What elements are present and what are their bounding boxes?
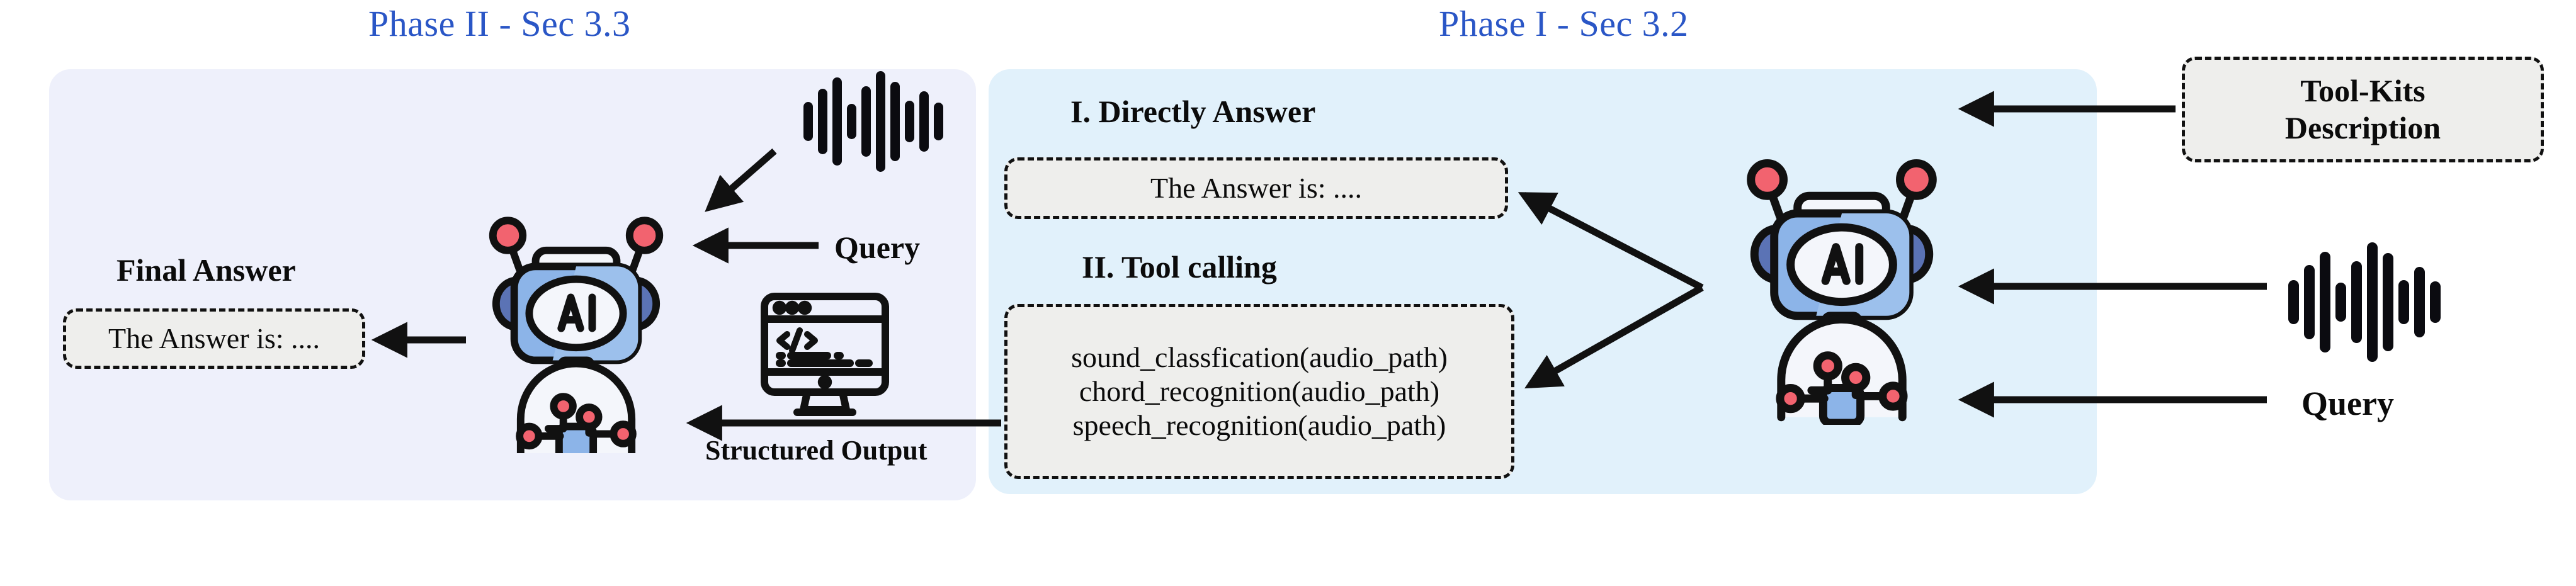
phase-two-title: Phase II - Sec 3.3 [368, 3, 631, 44]
tool-call-item: chord_recognition(audio_path) [1079, 375, 1440, 407]
tool-call-item: sound_classfication(audio_path) [1071, 341, 1448, 373]
final-answer-text: The Answer is: .... [108, 322, 320, 354]
toolkits-line-1: Tool-Kits [2300, 73, 2426, 108]
final-answer-box[interactable]: The Answer is: .... [63, 308, 365, 369]
audio-waveform-icon-right [2283, 239, 2446, 365]
phase-one-title: Phase I - Sec 3.2 [1439, 3, 1689, 44]
query-label-right: Query [2301, 385, 2394, 422]
toolkits-description-box[interactable]: Tool-Kits Description [2182, 57, 2544, 162]
direct-answer-box[interactable]: The Answer is: .... [1004, 157, 1508, 219]
tool-calling-heading: II. Tool calling [1082, 249, 1277, 285]
tool-call-item: speech_recognition(audio_path) [1072, 409, 1446, 442]
directly-answer-heading: I. Directly Answer [1070, 94, 1316, 129]
audio-waveform-icon-left [801, 71, 946, 172]
direct-answer-text: The Answer is: .... [1150, 171, 1362, 204]
final-answer-heading: Final Answer [116, 252, 296, 288]
ai-robot-icon-left [469, 208, 683, 453]
ai-robot-icon-right [1725, 142, 1958, 425]
code-monitor-icon [749, 286, 900, 425]
tool-calling-box[interactable]: sound_classfication(audio_path) chord_re… [1004, 304, 1514, 479]
query-label-left: Query [834, 230, 921, 265]
structured-output-label: Structured Output [705, 435, 928, 466]
toolkits-line-2: Description [2284, 110, 2441, 145]
